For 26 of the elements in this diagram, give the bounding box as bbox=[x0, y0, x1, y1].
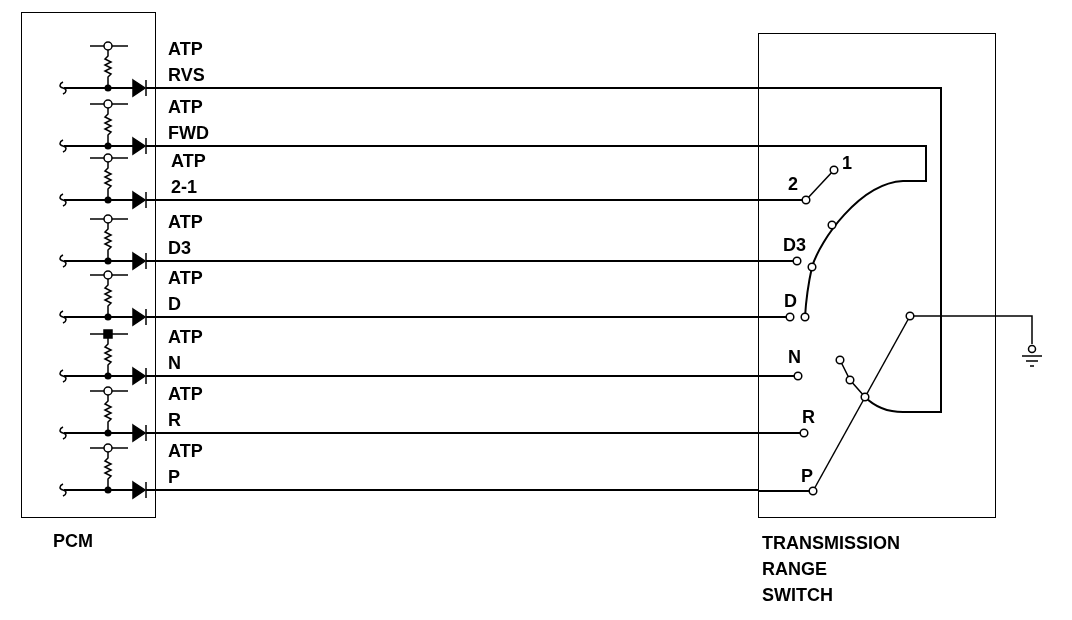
wire bbox=[155, 87, 759, 89]
position-label: 2 bbox=[788, 174, 798, 194]
component-label: PCM bbox=[53, 530, 94, 553]
wire bbox=[155, 316, 759, 318]
signal-label: ATP P bbox=[168, 440, 204, 489]
position-label: R bbox=[802, 407, 815, 427]
position-label: 1 bbox=[842, 153, 852, 173]
signal-label: ATP RVS bbox=[168, 38, 206, 87]
signal-label: ATP R bbox=[168, 383, 204, 432]
position-label: N bbox=[788, 347, 801, 367]
position-label: D3 bbox=[783, 235, 806, 255]
component-label: TRANSMISSION RANGE SWITCH bbox=[762, 532, 901, 607]
wire bbox=[155, 199, 759, 201]
ground-wire bbox=[995, 315, 1033, 345]
position-label: P bbox=[801, 466, 813, 486]
signal-label: ATP D bbox=[168, 267, 204, 316]
wire bbox=[155, 375, 759, 377]
position-label: D bbox=[784, 291, 797, 311]
signal-label: ATP D3 bbox=[168, 211, 204, 260]
signal-label: ATP 2-1 bbox=[171, 150, 207, 199]
wire bbox=[155, 432, 759, 434]
wire bbox=[155, 145, 759, 147]
wire bbox=[155, 489, 759, 491]
signal-label: ATP N bbox=[168, 326, 204, 375]
signal-label: ATP FWD bbox=[168, 96, 210, 145]
wire bbox=[155, 260, 759, 262]
